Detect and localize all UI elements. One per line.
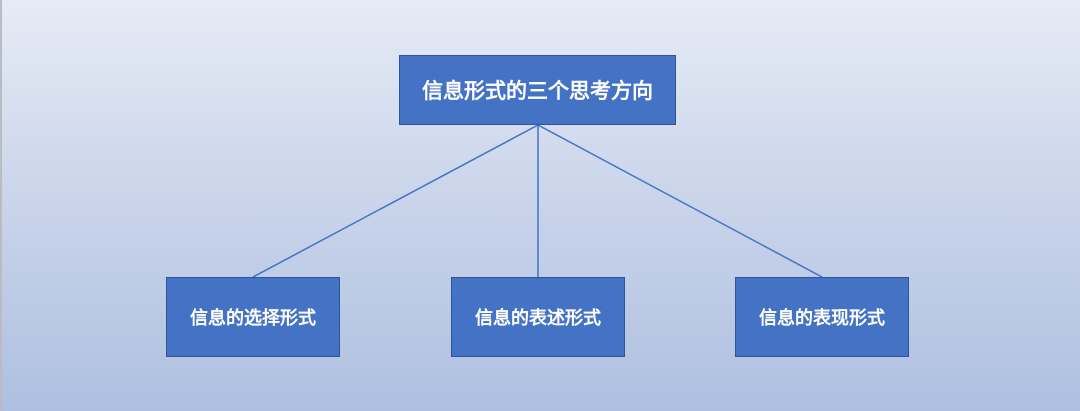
child-node-label: 信息的表现形式 <box>759 308 885 329</box>
window-left-edge <box>0 0 2 411</box>
root-node: 信息形式的三个思考方向 <box>399 55 676 125</box>
child-node-label: 信息的表述形式 <box>475 308 601 329</box>
child-node-expression-form: 信息的表述形式 <box>451 277 625 357</box>
child-node-presentation-form: 信息的表现形式 <box>735 277 909 357</box>
child-node-selection-form: 信息的选择形式 <box>166 277 340 357</box>
connector-root-to-selection <box>252 124 539 278</box>
root-node-label: 信息形式的三个思考方向 <box>422 79 653 103</box>
connector-root-to-presentation <box>537 124 823 278</box>
child-node-label: 信息的选择形式 <box>190 308 316 329</box>
